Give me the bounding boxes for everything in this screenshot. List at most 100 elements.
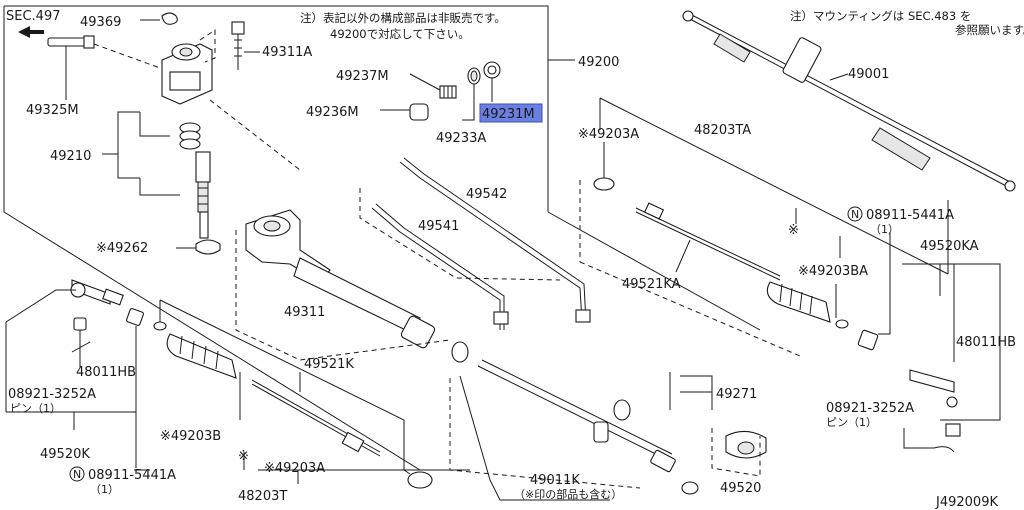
part-label-49311[interactable]: 49311 xyxy=(284,305,325,320)
part-label-49521k[interactable]: 49521K xyxy=(304,357,354,372)
svg-text:48203TA: 48203TA xyxy=(694,123,751,138)
part-49203b-boot xyxy=(153,321,237,379)
part-label-49520ka[interactable]: 49520KA xyxy=(920,239,979,254)
part-08911-left-nut xyxy=(126,308,144,326)
part-49237m-drawing xyxy=(439,85,457,99)
part-label-49200[interactable]: 49200 xyxy=(578,55,619,70)
part-label-48011hb-right[interactable]: 48011HB xyxy=(956,335,1016,350)
part-label-08911-right[interactable]: N 08911-5441A （1） xyxy=(847,206,954,236)
part-pinion-shaft xyxy=(195,151,211,239)
svg-text:49231M: 49231M xyxy=(482,107,535,122)
svg-text:※49262: ※49262 xyxy=(96,241,148,256)
part-label-48011hb-left[interactable]: 48011HB xyxy=(76,365,136,380)
part-label-49203ba[interactable]: ※49203BA xyxy=(798,264,868,279)
section-ref-497[interactable]: SEC.497 xyxy=(6,9,61,38)
svg-text:49210: 49210 xyxy=(50,149,91,164)
part-valve-housing xyxy=(161,43,213,105)
svg-text:08921-3252A: 08921-3252A xyxy=(826,401,914,416)
part-label-49237m[interactable]: 49237M xyxy=(336,69,389,84)
part-label-49236m[interactable]: 49236M xyxy=(306,105,359,120)
svg-text:49520K: 49520K xyxy=(40,447,90,462)
part-49001-assembly xyxy=(682,10,1016,192)
part-label-49541[interactable]: 49541 xyxy=(418,219,459,234)
part-label-48203ta[interactable]: 48203TA xyxy=(694,123,751,138)
part-49233a-drawing xyxy=(467,67,481,85)
part-label-49203a-bottom[interactable]: ※49203A xyxy=(264,461,325,476)
part-49311-housing xyxy=(245,209,436,349)
part-49542-tube xyxy=(399,157,591,323)
part-49011k-rack xyxy=(477,359,676,473)
svg-text:N: N xyxy=(851,208,859,221)
svg-text:08911-5441A: 08911-5441A xyxy=(88,468,176,483)
part-label-08911-left[interactable]: N 08911-5441A （1） xyxy=(69,466,176,496)
part-label-49210[interactable]: 49210 xyxy=(50,149,91,164)
part-label-49231m[interactable]: 49231M xyxy=(479,103,543,123)
svg-text:49542: 49542 xyxy=(466,187,507,202)
svg-text:49520KA: 49520KA xyxy=(920,239,979,254)
svg-text:48203T: 48203T xyxy=(238,489,287,504)
part-seal-rings xyxy=(179,122,201,150)
star-marker-left: ※ xyxy=(238,449,249,464)
part-label-49520k[interactable]: 49520K xyxy=(40,447,90,462)
part-49369-drawing xyxy=(161,12,178,25)
svg-text:49521KA: 49521KA xyxy=(622,277,681,292)
diagram-code: J492009K xyxy=(935,495,998,510)
note-mounting-line1: 注）マウンティングは SEC.483 を xyxy=(790,9,971,23)
svg-text:49325M: 49325M xyxy=(26,103,79,118)
svg-text:ピン（1）: ピン（1） xyxy=(10,402,61,415)
svg-text:49237M: 49237M xyxy=(336,69,389,84)
svg-text:49311: 49311 xyxy=(284,305,325,320)
part-label-49271[interactable]: 49271 xyxy=(716,387,757,402)
part-49311a-drawing xyxy=(231,21,245,70)
svg-text:48011HB: 48011HB xyxy=(76,365,136,380)
part-label-49203b[interactable]: ※49203B xyxy=(160,429,221,444)
part-49262-drawing xyxy=(195,239,221,255)
part-49541-tube xyxy=(371,203,509,330)
part-label-49520[interactable]: 49520 xyxy=(720,481,761,496)
svg-text:08921-3252A: 08921-3252A xyxy=(8,387,96,402)
part-label-49311a[interactable]: 49311A xyxy=(262,45,312,60)
part-49520ka-drawing xyxy=(909,369,961,437)
svg-text:49233A: 49233A xyxy=(436,131,486,146)
svg-text:（1）: （1） xyxy=(90,483,119,496)
svg-text:N: N xyxy=(73,468,81,481)
svg-text:49520: 49520 xyxy=(720,481,761,496)
part-label-49325m[interactable]: 49325M xyxy=(26,103,79,118)
arrow-left-icon xyxy=(18,26,44,38)
note-nonsale-line2: 49200で対応して下さい。 xyxy=(330,27,470,41)
part-48011hb-left-nut xyxy=(73,317,87,331)
part-label-49011k[interactable]: 49011K xyxy=(530,473,580,488)
note-nonsale-line1: 注）表記以外の構成部品は非販売です。 xyxy=(300,11,506,25)
note-mounting-line2: 参照願います。 xyxy=(955,23,1024,37)
svg-text:ピン（1）: ピン（1） xyxy=(826,416,877,429)
svg-text:（1）: （1） xyxy=(870,223,899,236)
svg-text:49236M: 49236M xyxy=(306,105,359,120)
svg-text:49271: 49271 xyxy=(716,387,757,402)
part-label-49542[interactable]: 49542 xyxy=(466,187,507,202)
circled-n-icon xyxy=(847,206,863,222)
part-label-49369[interactable]: 49369 xyxy=(80,15,121,30)
part-label-49001[interactable]: 49001 xyxy=(848,67,889,82)
svg-text:※49203A: ※49203A xyxy=(264,461,325,476)
part-label-08921-right[interactable]: 08921-3252A ピン（1） xyxy=(826,401,914,429)
part-49521k-rod xyxy=(251,379,381,457)
part-49236m-drawing xyxy=(409,103,429,121)
part-label-48203t[interactable]: 48203T xyxy=(238,489,287,504)
svg-text:※49203BA: ※49203BA xyxy=(798,264,868,279)
note-includes-starred: （※印の部品も含む） xyxy=(514,487,622,501)
svg-text:※49203A: ※49203A xyxy=(578,127,639,142)
part-label-49203a-top[interactable]: ※49203A xyxy=(578,127,639,142)
part-49203a-bottom-clip xyxy=(407,471,433,489)
svg-text:※49203B: ※49203B xyxy=(160,429,221,444)
part-08911-right-nut xyxy=(857,329,879,351)
part-label-49521ka[interactable]: 49521KA xyxy=(622,277,681,292)
part-label-49233a[interactable]: 49233A xyxy=(436,131,486,146)
svg-text:49541: 49541 xyxy=(418,219,459,234)
part-label-08921-left[interactable]: 08921-3252A ピン（1） xyxy=(8,387,96,415)
part-49271-seals xyxy=(451,341,631,421)
part-label-49262[interactable]: ※49262 xyxy=(96,241,148,256)
part-49203ba-boot xyxy=(766,281,849,329)
svg-text:48011HB: 48011HB xyxy=(956,335,1016,350)
part-49231m-drawing xyxy=(483,61,501,79)
